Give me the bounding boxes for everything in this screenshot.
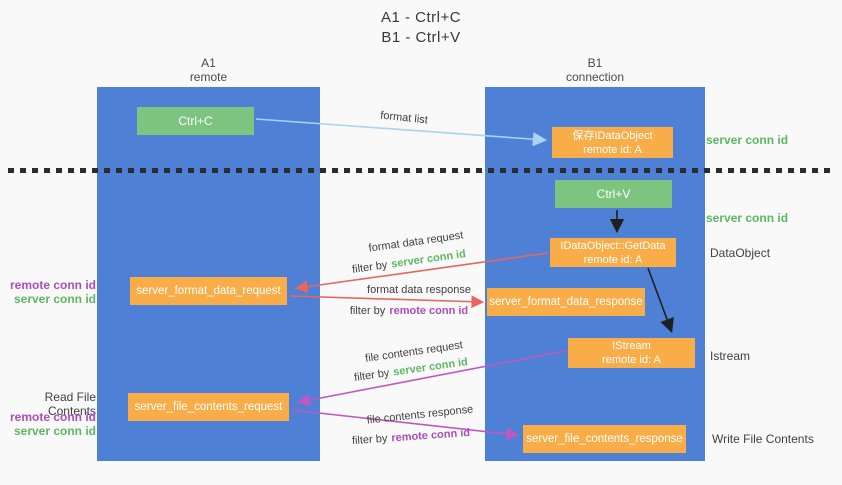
remote-conn-id-text: remote conn id bbox=[9, 410, 96, 424]
title-line-1: A1 - Ctrl+C bbox=[380, 9, 462, 26]
node-server-format-data-response: server_format_data_response bbox=[487, 288, 645, 316]
node-server-file-contents-request: server_file_contents_request bbox=[128, 393, 289, 421]
dotted-separator-line bbox=[8, 168, 834, 173]
diagram-title: A1 - Ctrl+C B1 - Ctrl+V bbox=[0, 8, 842, 48]
node-getdata-line1: IDataObject::GetData bbox=[560, 239, 666, 252]
arrow-format-data-request bbox=[294, 252, 549, 294]
lane-header-b1: B1 connection bbox=[485, 56, 705, 84]
arrow-format-data-response bbox=[289, 295, 485, 309]
node-server-format-data-request: server_format_data_request bbox=[130, 277, 287, 305]
node-getdata-line2: remote id: A bbox=[583, 253, 643, 266]
server-conn-id-text: server conn id bbox=[13, 424, 96, 438]
node-save-idataobject: 保存IDataObject remote id: A bbox=[552, 127, 673, 158]
node-ctrl-v: Ctrl+V bbox=[555, 180, 672, 208]
filter-by-text: filter by bbox=[351, 432, 388, 448]
annotation-server-conn-id-mid: server conn id bbox=[706, 211, 789, 225]
arrow-getdata-to-istream bbox=[647, 267, 674, 334]
remote-conn-id-text: remote conn id bbox=[389, 305, 469, 317]
annotation-dataobject: DataObject bbox=[710, 246, 771, 260]
lane-b1-label: connection bbox=[565, 70, 625, 84]
arrow-file-contents-request bbox=[296, 350, 566, 407]
node-istream-line2: remote id: A bbox=[602, 354, 661, 366]
lane-b1-id: B1 bbox=[587, 56, 603, 70]
lane-header-a1: A1 remote bbox=[97, 56, 320, 84]
node-save-idataobject-line1: 保存IDataObject bbox=[572, 129, 653, 142]
annotation-conn-ids-format: remote conn id server conn id bbox=[0, 278, 96, 306]
annotation-conn-ids-file: remote conn id server conn id bbox=[0, 410, 96, 438]
node-idataobject-getdata: IDataObject::GetData remote id: A bbox=[550, 238, 676, 267]
node-istream: IStream remote id: A bbox=[568, 338, 695, 368]
annotation-read-file-contents: Read File Contents bbox=[44, 390, 96, 418]
node-server-file-contents-response: server_file_contents_response bbox=[523, 425, 686, 453]
title-line-2: B1 - Ctrl+V bbox=[381, 29, 461, 46]
node-istream-line1: IStream bbox=[612, 340, 651, 352]
filter-by-text: filter by bbox=[349, 305, 386, 317]
server-conn-id-text: server conn id bbox=[13, 292, 96, 306]
arrow-format-list bbox=[255, 118, 548, 147]
annotation-istream: Istream bbox=[710, 349, 751, 363]
label-format-data-response: format data response bbox=[367, 284, 471, 296]
remote-conn-id-text: remote conn id bbox=[9, 278, 96, 292]
annotation-server-conn-id-top: server conn id bbox=[706, 133, 789, 147]
lane-a1-label: remote bbox=[189, 70, 228, 84]
annotation-write-file-contents: Write File Contents bbox=[712, 432, 814, 446]
arrow-file-contents-response bbox=[291, 409, 520, 441]
node-save-idataobject-line2: remote id: A bbox=[583, 143, 642, 156]
node-ctrl-c: Ctrl+C bbox=[137, 107, 254, 135]
lane-a1-id: A1 bbox=[201, 56, 216, 70]
